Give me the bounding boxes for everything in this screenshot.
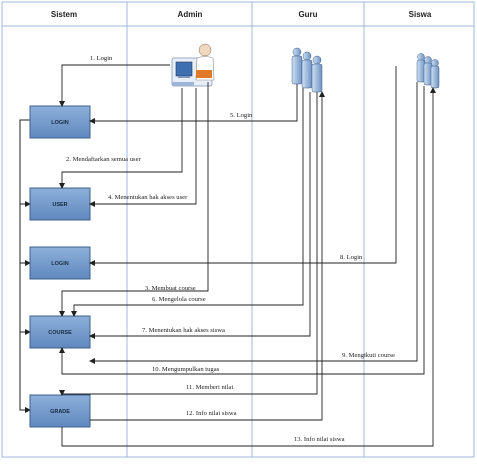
swimlane-frame xyxy=(2,2,474,457)
system-flow-lines xyxy=(20,120,30,410)
msg-5-label: 5. Login xyxy=(230,112,253,119)
guru-group-icon xyxy=(292,48,322,92)
siswa-group-icon xyxy=(417,54,439,89)
msg-9-label: 9. Mengikuti course xyxy=(342,352,395,359)
box-user-label: USER xyxy=(52,202,67,208)
msg-4-label: 4. Menentukan hak akses user xyxy=(108,194,188,201)
msg-8-label: 8. Login xyxy=(340,254,363,261)
box-user: USER xyxy=(30,188,90,220)
box-grade-label: GRADE xyxy=(50,409,70,415)
box-login-1: LOGIN xyxy=(30,106,90,138)
lane-header-sistem: Sistem xyxy=(51,10,77,19)
box-grade: GRADE xyxy=(30,395,90,427)
lane-header-guru: Guru xyxy=(298,10,317,19)
msg-12-label: 12. Info nilai siswa xyxy=(186,410,237,417)
msg-2-label: 2. Mendaftarkan semua user xyxy=(66,156,142,163)
msg-1-label: 1. Login xyxy=(90,55,113,62)
admin-computer-icon xyxy=(172,44,214,86)
msg-6-label: 6. Mengelola course xyxy=(152,296,206,303)
box-course-label: COURSE xyxy=(48,330,72,336)
msg-3-label: 3. Membuat course xyxy=(145,285,196,292)
msg-10-label: 10. Mengumpulkan tugas xyxy=(152,366,220,373)
lane-header-siswa: Siswa xyxy=(409,10,432,19)
msg-7-label: 7. Menentukan hak akses siswa xyxy=(142,327,225,334)
msg-11-label: 11. Memberi nilai xyxy=(186,384,233,391)
box-course: COURSE xyxy=(30,316,90,348)
box-login-2-label: LOGIN xyxy=(51,261,68,267)
lane-header-admin: Admin xyxy=(178,10,203,19)
box-login-2: LOGIN xyxy=(30,247,90,279)
box-login-1-label: LOGIN xyxy=(51,120,68,126)
message-arrows xyxy=(62,65,433,446)
msg-13-label: 13. Info nilai siswa xyxy=(294,436,345,443)
